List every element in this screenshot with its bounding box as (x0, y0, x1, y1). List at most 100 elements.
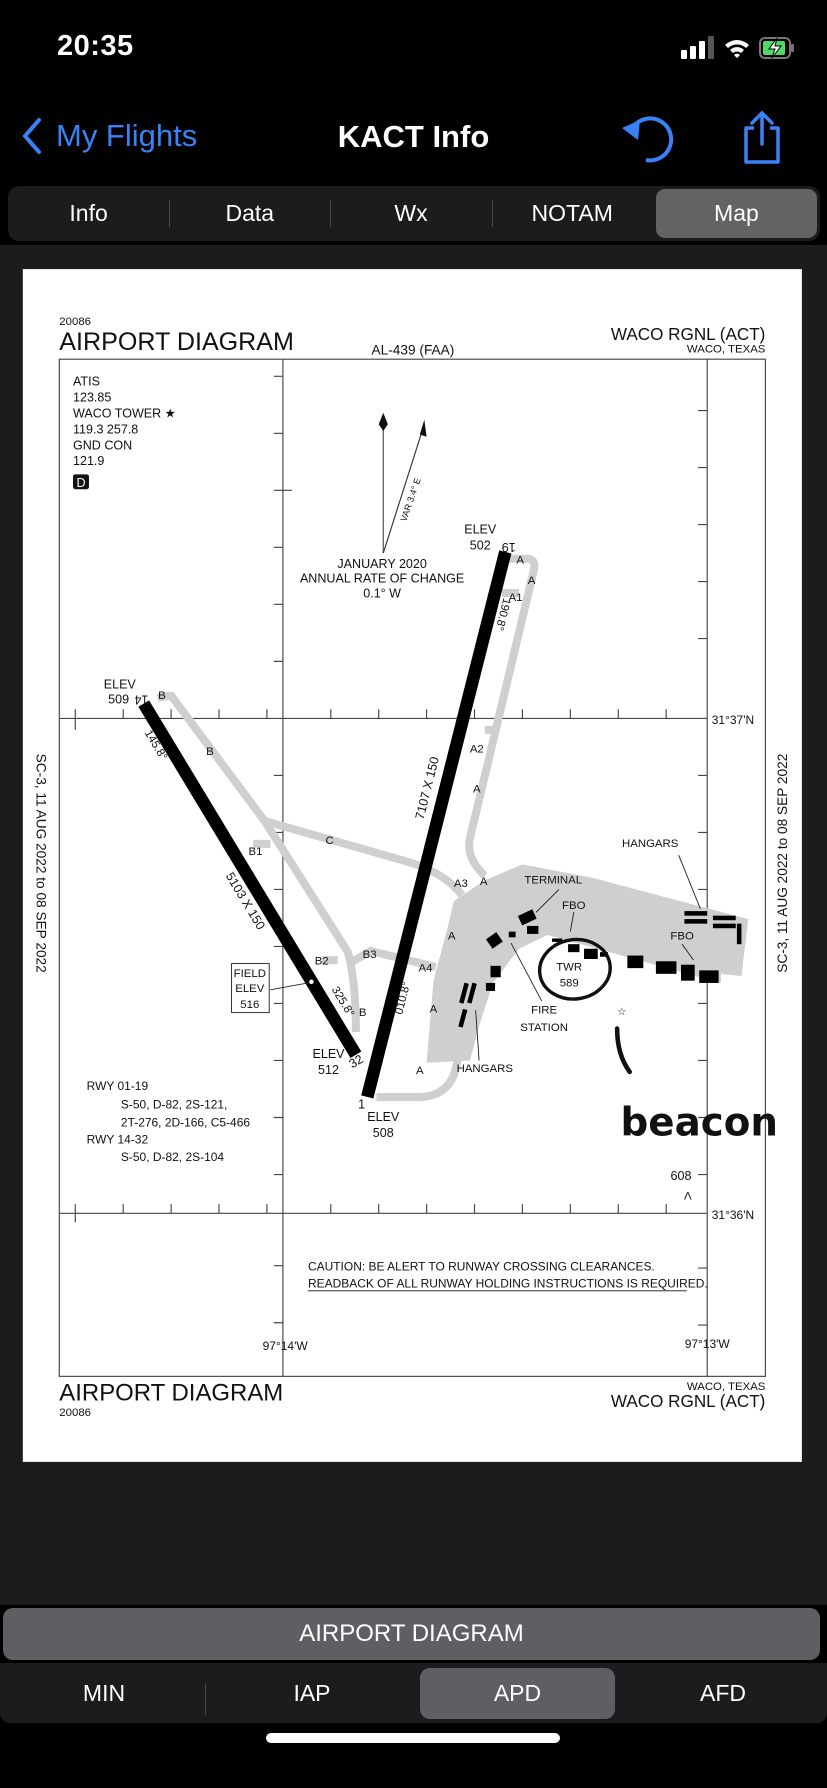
rwy-14-number: 14 (134, 693, 148, 707)
elev-label-14: ELEV (104, 678, 137, 692)
mag-date: JANUARY 2020 (337, 557, 426, 571)
terminal-label: TERMINAL (524, 875, 582, 887)
elev-19: 502 (470, 539, 491, 553)
tower-elev: 589 (560, 977, 579, 989)
twy-b: B (206, 746, 214, 758)
tab-info[interactable]: Info (69, 200, 108, 226)
al-number: AL-439 (FAA) (372, 343, 455, 358)
buildings (458, 909, 742, 1028)
airport-city-bottom: WACO, TEXAS (687, 1381, 766, 1393)
rwy-strength: S-50, D-82, 2S-104 (121, 1150, 224, 1164)
field-elev-label: FIELD (234, 968, 266, 980)
twy-b2: B2 (315, 956, 329, 968)
elev-label-19: ELEV (464, 523, 497, 537)
tab-iap[interactable]: IAP (293, 1679, 331, 1706)
tab-data[interactable]: Data (169, 186, 330, 241)
twy-b3: B3 (363, 949, 377, 961)
handwritten-beacon: beacon (621, 1101, 778, 1146)
tab-wx[interactable]: Wx (330, 186, 491, 241)
refresh-icon[interactable] (618, 112, 678, 166)
elev-14: 509 (108, 693, 129, 707)
freq-tower: 119.3 257.8 (73, 422, 138, 436)
tower-label: TWR (556, 961, 582, 973)
chart-type-tabs: MIN IAP APD AFD (0, 1663, 827, 1723)
tab-apd[interactable]: APD (420, 1667, 615, 1719)
chart-number-bottom: 20086 (59, 1407, 91, 1419)
twy-c: C (326, 835, 334, 847)
twy-a: A (448, 931, 456, 943)
elev-32: 512 (318, 1063, 339, 1077)
apron (426, 864, 749, 1063)
freq-gnd-label: GND CON (73, 438, 132, 452)
chart-number: 20086 (59, 316, 91, 328)
signal-icon (681, 36, 714, 59)
twy-a: A (528, 575, 536, 587)
twy-a3: A3 (454, 878, 468, 890)
grid (58, 358, 766, 1377)
hangars-label: HANGARS (457, 1063, 514, 1075)
rwy-strength: RWY 01-19 (87, 1079, 149, 1093)
tab-min[interactable]: MIN (82, 1679, 126, 1706)
obstacle-icon: Λ (684, 1191, 692, 1203)
info-tabs: Info Data Wx NOTAM Map (8, 186, 820, 241)
effective-dates: SC-3, 11 AUG 2022 to 08 SEP 2022 (775, 754, 790, 973)
rwy-strength: 2T-276, 2D-166, C5-466 (121, 1116, 250, 1130)
twy-b: B (359, 1007, 367, 1019)
twy-b: B (158, 690, 166, 702)
fire-station-label: FIRE (531, 1005, 557, 1017)
effective-dates: SC-3, 11 AUG 2022 to 08 SEP 2022 (34, 754, 49, 973)
wifi-icon (725, 40, 749, 58)
fbo-label: FBO (670, 931, 694, 943)
elev-1: 508 (373, 1126, 394, 1140)
field-elev-label: ELEV (235, 983, 265, 995)
diagram-title-bottom: AIRPORT DIAGRAM (59, 1379, 283, 1406)
lat-label: 31°37'N (712, 713, 754, 727)
freq-atis: 123.85 (73, 390, 111, 404)
obstacle-elev: 608 (671, 1169, 692, 1183)
divider (205, 1683, 206, 1715)
twy-a: A (430, 1004, 438, 1016)
twy-b1: B1 (249, 846, 263, 858)
tab-afd[interactable]: AFD (700, 1679, 746, 1706)
rwy-19-number: 19 (502, 540, 516, 554)
rwy-1-number: 1 (358, 1097, 365, 1111)
battery-charging-icon (759, 37, 794, 59)
chart-selector[interactable]: AIRPORT DIAGRAM (3, 1608, 820, 1660)
elev-label-1: ELEV (367, 1110, 400, 1124)
rwy-32-number: 32 (347, 1052, 366, 1071)
airport-name: WACO RGNL (ACT) (611, 325, 766, 344)
freq-gnd: 121.9 (73, 454, 104, 468)
mag-rate: 0.1° W (363, 587, 401, 601)
tab-notam[interactable]: NOTAM (491, 186, 653, 241)
tab-map[interactable]: Map (655, 189, 818, 238)
rwy-strength: RWY 14-32 (87, 1133, 149, 1147)
airport-city: WACO, TEXAS (687, 343, 766, 355)
freq-tower-label: WACO TOWER ★ (73, 406, 176, 420)
home-indicator[interactable] (266, 1733, 560, 1743)
status-icons (681, 36, 795, 60)
back-button[interactable]: My Flights (22, 118, 197, 154)
lon-label: 97°13'W (685, 1337, 731, 1351)
beacon-icon: ☆ (617, 1007, 626, 1018)
caution-text: READBACK OF ALL RUNWAY HOLDING INSTRUCTI… (308, 1276, 708, 1290)
diagram-title: AIRPORT DIAGRAM (59, 328, 294, 356)
twy-a: A (480, 876, 488, 888)
twy-a: A (416, 1065, 424, 1077)
rwy-strength: S-50, D-82, 2S-121, (121, 1097, 227, 1111)
twy-a4: A4 (419, 963, 433, 975)
lon-label: 97°14'W (263, 1339, 309, 1353)
handwritten-annotation: beacon (537, 937, 778, 1146)
status-time: 20:35 (57, 30, 134, 62)
fire-station-label: STATION (520, 1022, 568, 1034)
elev-label-32: ELEV (312, 1047, 345, 1061)
twy-a1: A1 (509, 592, 523, 604)
runway-14-32 (138, 700, 362, 1059)
share-icon[interactable] (740, 110, 784, 166)
fbo-label: FBO (562, 900, 586, 912)
taxiways (156, 554, 539, 1101)
twy-a2: A2 (470, 744, 484, 756)
hangars-label: HANGARS (622, 838, 679, 850)
field-elev-box (231, 963, 270, 1014)
page-title: KACT Info (337, 119, 490, 154)
